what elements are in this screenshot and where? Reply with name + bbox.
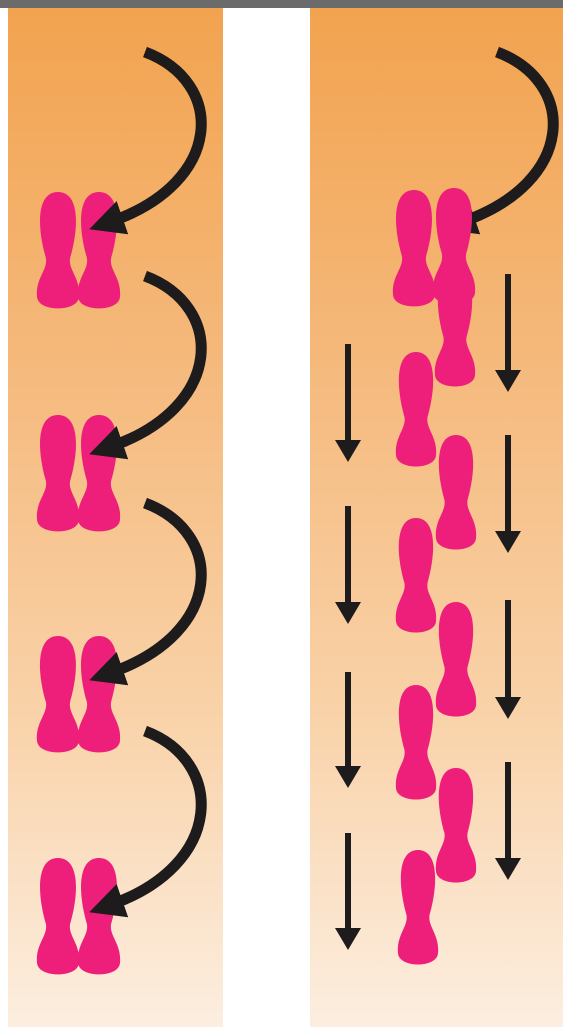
down-arrow-left-1-head: [335, 440, 361, 462]
left-curved-arrow-4: [110, 731, 201, 905]
down-arrow-left-3-head: [335, 766, 361, 788]
right-footprint-start-a: [393, 190, 435, 306]
right-footprint-sequence: [335, 52, 553, 964]
down-arrow-right-4-head: [495, 858, 521, 880]
left-footprint-3a: [37, 636, 79, 752]
right-footprint-step-1: [435, 272, 475, 386]
down-arrow-right-2-head: [495, 531, 521, 553]
right-footprint-step-2: [396, 352, 436, 466]
right-footprint-step-6: [396, 685, 436, 799]
right-footprint-step-5: [436, 602, 476, 716]
left-footprint-1a: [37, 192, 79, 308]
right-footprint-step-3: [436, 435, 476, 549]
down-arrow-right-3-head: [495, 697, 521, 719]
right-curved-arrow: [462, 52, 553, 222]
right-footprint-step-8: [398, 850, 438, 964]
down-arrow-left-2-head: [335, 602, 361, 624]
left-footprint-1b: [78, 192, 120, 308]
down-arrow-left-4-head: [335, 928, 361, 950]
right-footprint-step-7: [436, 768, 476, 882]
left-footprint-sequence: [37, 52, 201, 974]
right-footprint-step-4: [396, 518, 436, 632]
left-footprint-4b: [78, 858, 120, 974]
left-curved-arrow-1: [110, 52, 201, 222]
left-footprint-2b: [78, 415, 120, 531]
left-curved-arrow-3: [110, 503, 201, 673]
left-footprint-4a: [37, 858, 79, 974]
down-arrow-right-1-head: [495, 370, 521, 392]
left-footprint-2a: [37, 415, 79, 531]
left-footprint-3b: [78, 636, 120, 752]
left-curved-arrow-2: [110, 276, 201, 447]
